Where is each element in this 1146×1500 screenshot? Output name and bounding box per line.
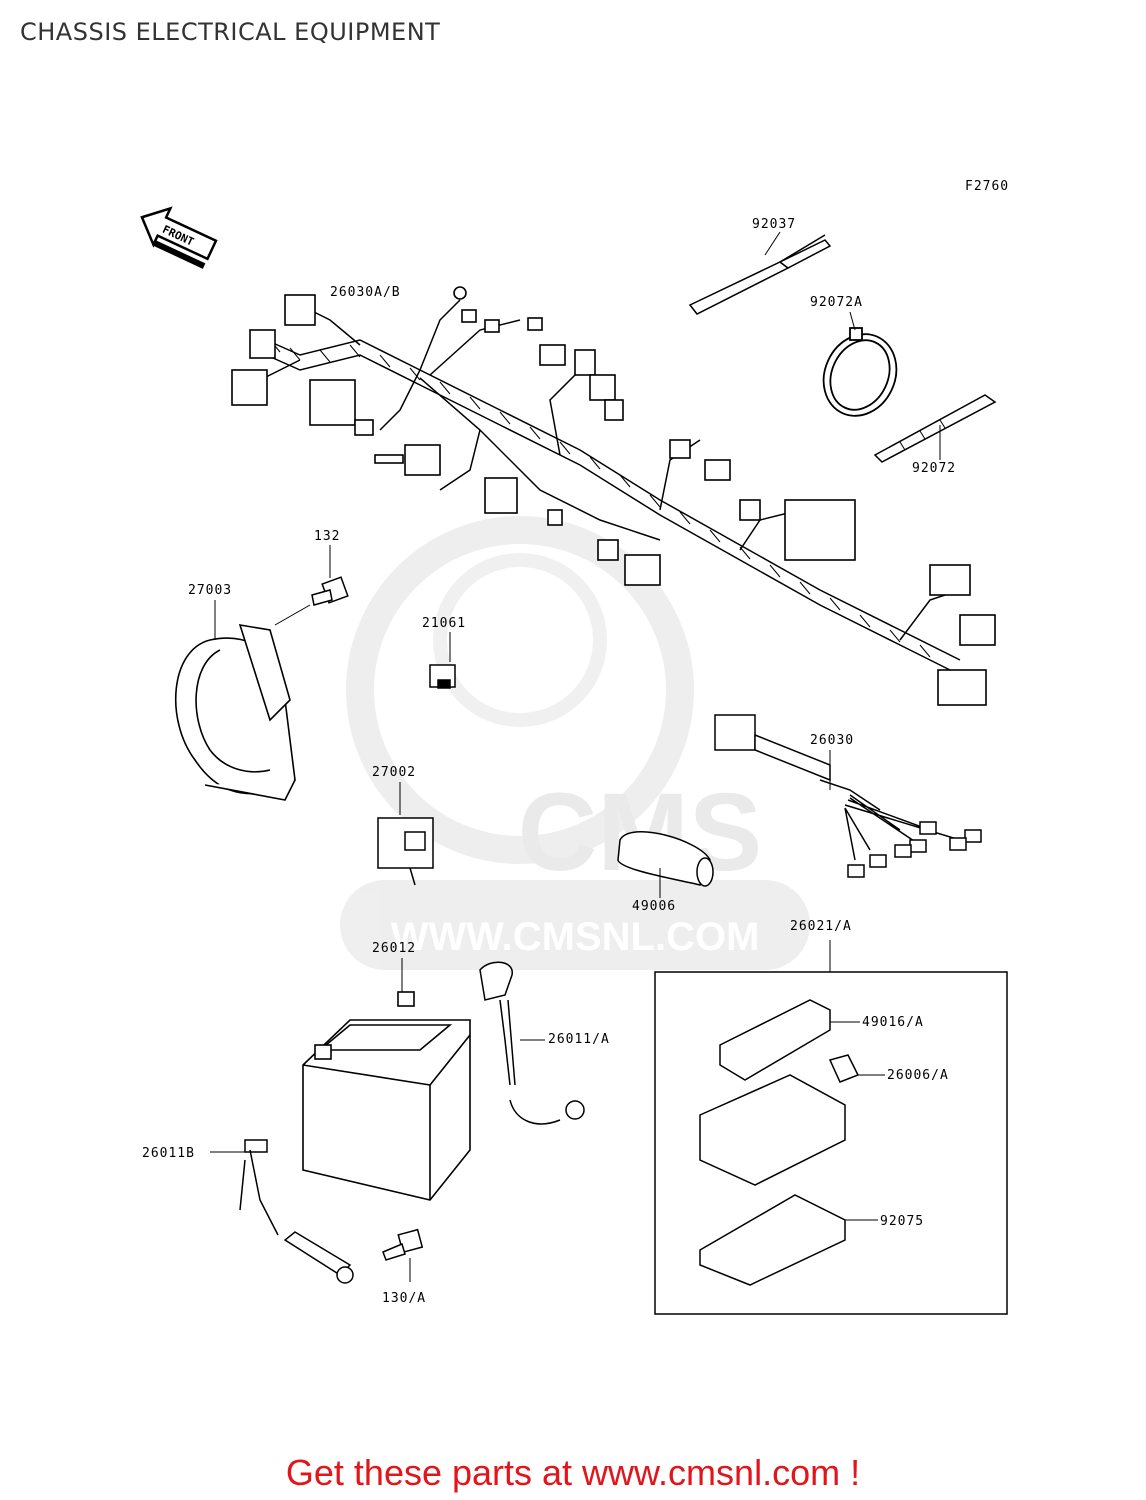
label-27002: 27002	[372, 765, 416, 780]
relay-21061	[429, 664, 456, 689]
fuse-box-body	[699, 1074, 846, 1186]
flasher-27002	[377, 817, 434, 886]
watermark-url: WWW.CMSNL.COM	[391, 915, 760, 959]
horn-27003	[175, 623, 296, 801]
page-title: CHASSIS ELECTRICAL EQUIPMENT	[20, 18, 441, 46]
label-49006: 49006	[632, 899, 676, 914]
fuse-26006A	[828, 1054, 860, 1083]
fuse-base-92075	[699, 1194, 846, 1286]
label-92075: 92075	[880, 1214, 924, 1229]
bolt-130A	[382, 1228, 424, 1261]
harness-connectors	[231, 286, 996, 706]
label-132: 132	[314, 529, 340, 544]
label-49016A: 49016/A	[862, 1015, 924, 1030]
footer-promo-link[interactable]: Get these parts at www.cmsnl.com !	[285, 1452, 861, 1493]
label-26011A: 26011/A	[548, 1032, 610, 1047]
label-26012: 26012	[372, 941, 416, 956]
label-92072: 92072	[912, 461, 956, 476]
cable-26011B	[239, 1139, 354, 1284]
front-arrow-icon: FRONT	[140, 206, 218, 269]
bolt-132	[311, 576, 349, 606]
label-27003: 27003	[188, 583, 232, 598]
label-26030AB: 26030A/B	[330, 285, 401, 300]
cap-49006	[617, 831, 714, 887]
parts-diagram: CMS WWW.CMSNL.COM F2760 FRONT	[140, 179, 1009, 1315]
label-92072A: 92072A	[810, 295, 863, 310]
sub-harness-26030	[714, 714, 982, 878]
figure-code: F2760	[965, 179, 1009, 194]
band-92072A	[822, 327, 898, 417]
label-130A: 130/A	[382, 1291, 426, 1306]
main-wiring-harness	[254, 299, 961, 676]
fuse-cover-49016A	[719, 999, 831, 1081]
label-26030: 26030	[810, 733, 854, 748]
label-26011B: 26011B	[142, 1146, 195, 1161]
label-26006A: 26006/A	[887, 1068, 949, 1083]
battery-26012	[302, 991, 471, 1201]
strap-92037	[688, 234, 832, 315]
label-26021A: 26021/A	[790, 919, 852, 934]
label-21061: 21061	[422, 616, 466, 631]
fuse-box-group	[654, 940, 1008, 1315]
band-92072	[873, 394, 997, 463]
label-92037: 92037	[752, 217, 796, 232]
cms-watermark: CMS WWW.CMSNL.COM	[340, 516, 810, 970]
cable-26011A	[479, 961, 585, 1125]
